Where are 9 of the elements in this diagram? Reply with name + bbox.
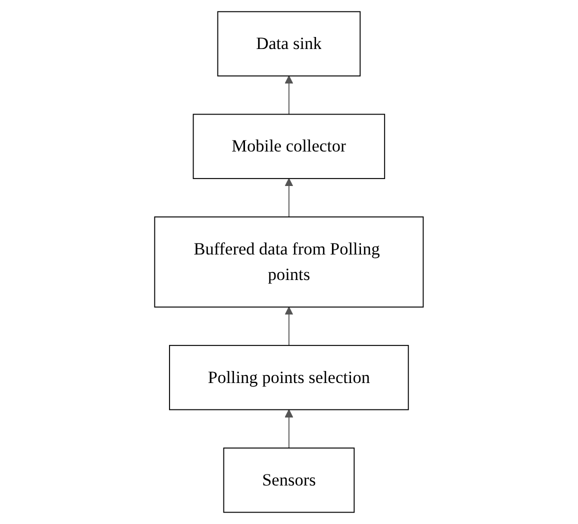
node-box: Data sink bbox=[217, 11, 361, 76]
node-box: Buffered data from Polling points bbox=[154, 216, 424, 308]
node-box: Sensors bbox=[223, 448, 355, 513]
node-box: Mobile collector bbox=[192, 114, 386, 180]
arrow bbox=[284, 306, 294, 346]
arrow bbox=[284, 178, 294, 218]
arrow bbox=[284, 76, 294, 115]
arrow bbox=[284, 409, 294, 449]
node-box: Polling points selection bbox=[169, 344, 409, 410]
